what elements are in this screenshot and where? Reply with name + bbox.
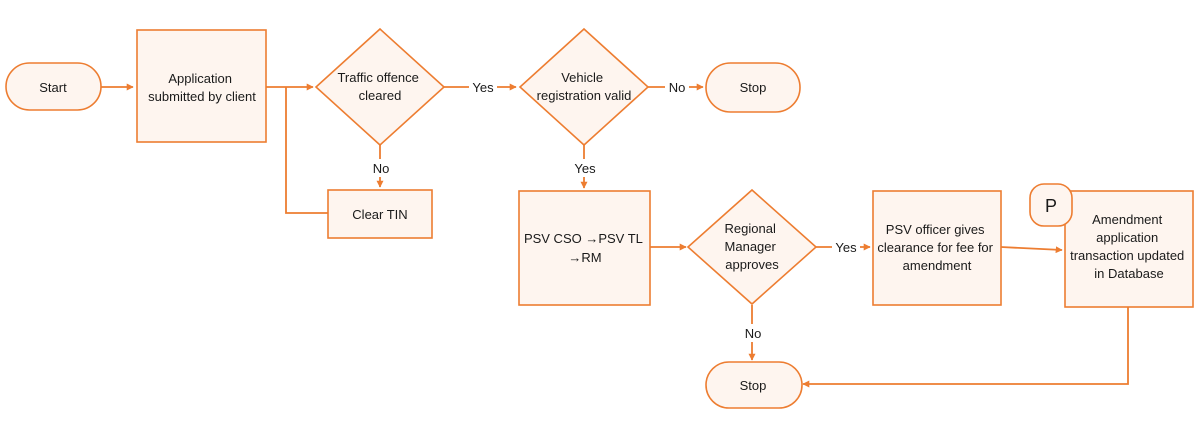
stop-top-node-label: Stop [740,80,767,95]
edge-label-vehicle-no: No [669,80,686,95]
psv-chain-node-label: PSV CSO →PSV TL →RM [524,231,646,265]
edge-psv-officer-to-amendment [1000,246,1063,254]
edge-clear-tin-loop [285,87,328,214]
traffic-offence-decision-label: Traffic offence cleared [337,70,422,103]
psv-officer-node: PSV officer gives clearance for fee for … [872,190,1002,306]
vehicle-registration-decision: Vehicle registration valid [518,27,650,147]
edge-label-regional-no: No [745,326,762,341]
stop-top-node: Stop [705,62,801,113]
amendment-node-label: Amendment application transaction update… [1070,212,1188,281]
stop-bottom-node-label: Stop [740,378,767,393]
regional-manager-decision: Regional Manager approves [686,188,818,306]
regional-manager-decision-label: Regional Manager approves [725,221,780,272]
psv-officer-node-label: PSV officer gives clearance for fee for … [877,222,996,273]
edge-amendment-to-stop-bottom [802,307,1129,388]
clear-tin-node-label: Clear TIN [352,207,407,222]
start-node-label: Start [39,80,67,95]
clear-tin-node: Clear TIN [327,189,433,239]
p-marker-label: P [1045,196,1057,216]
psv-chain-node: PSV CSO →PSV TL →RM [518,190,651,306]
stop-bottom-node: Stop [705,361,803,409]
start-node: Start [5,62,102,111]
application-node-label: Application submitted by client [148,71,256,104]
amendment-node: Amendment application transaction update… [1064,190,1194,308]
edge-label-vehicle-yes: Yes [574,161,596,176]
edge-labels: Yes No No Yes Yes No [369,78,860,342]
edge-label-traffic-no: No [373,161,390,176]
edge-label-regional-yes: Yes [835,240,857,255]
edge-label-traffic-yes: Yes [472,80,494,95]
vehicle-registration-decision-label: Vehicle registration valid [537,70,632,103]
application-node: Application submitted by client [136,29,267,143]
traffic-offence-decision: Traffic offence cleared [314,27,446,147]
p-marker: P [1029,183,1073,227]
